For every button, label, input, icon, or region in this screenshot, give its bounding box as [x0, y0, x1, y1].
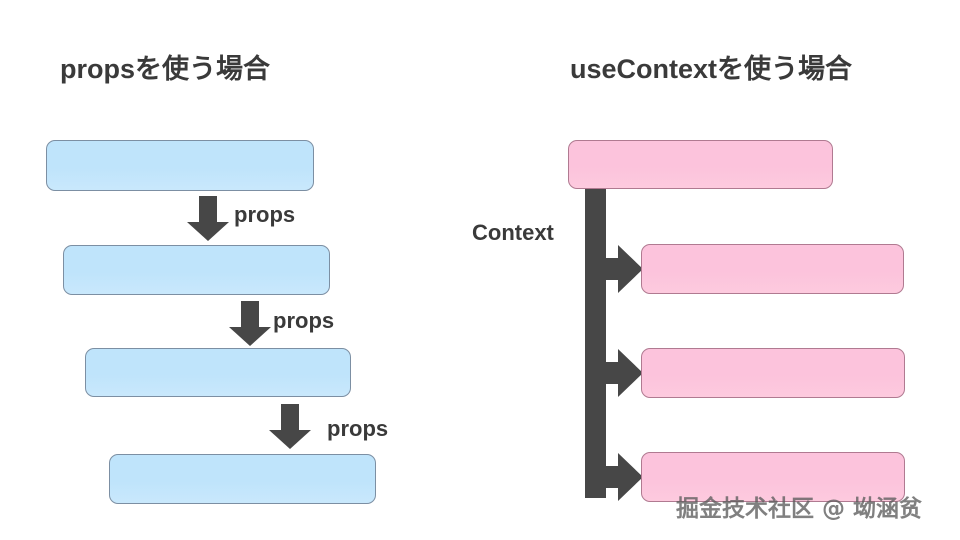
props-down-arrow-icon-2 — [228, 301, 272, 347]
props-arrow-label-1: props — [234, 202, 296, 227]
context-node-4 — [641, 452, 905, 502]
watermark-text: 掘金技术社区 @ 坳涵贫 — [676, 496, 923, 522]
context-right-arrow-icon-3 — [586, 451, 644, 503]
props-arrow-label-3: props — [327, 416, 389, 441]
props-node-1 — [46, 140, 314, 191]
context-right-arrow-icon-1 — [586, 243, 644, 295]
props-node-4 — [109, 454, 376, 504]
page-title-left: propsを使う場合 — [60, 54, 271, 84]
page-title-right: useContextを使う場合 — [570, 54, 853, 84]
props-down-arrow-icon-3 — [268, 404, 312, 450]
context-node-1 — [568, 140, 833, 189]
context-node-2 — [641, 244, 904, 294]
props-down-arrow-icon-1 — [186, 196, 230, 242]
props-node-3 — [85, 348, 351, 397]
props-arrow-label-2: props — [273, 308, 335, 333]
props-node-2 — [63, 245, 330, 295]
context-node-3 — [641, 348, 905, 398]
context-right-arrow-icon-2 — [586, 347, 644, 399]
context-label: Context — [472, 220, 554, 245]
